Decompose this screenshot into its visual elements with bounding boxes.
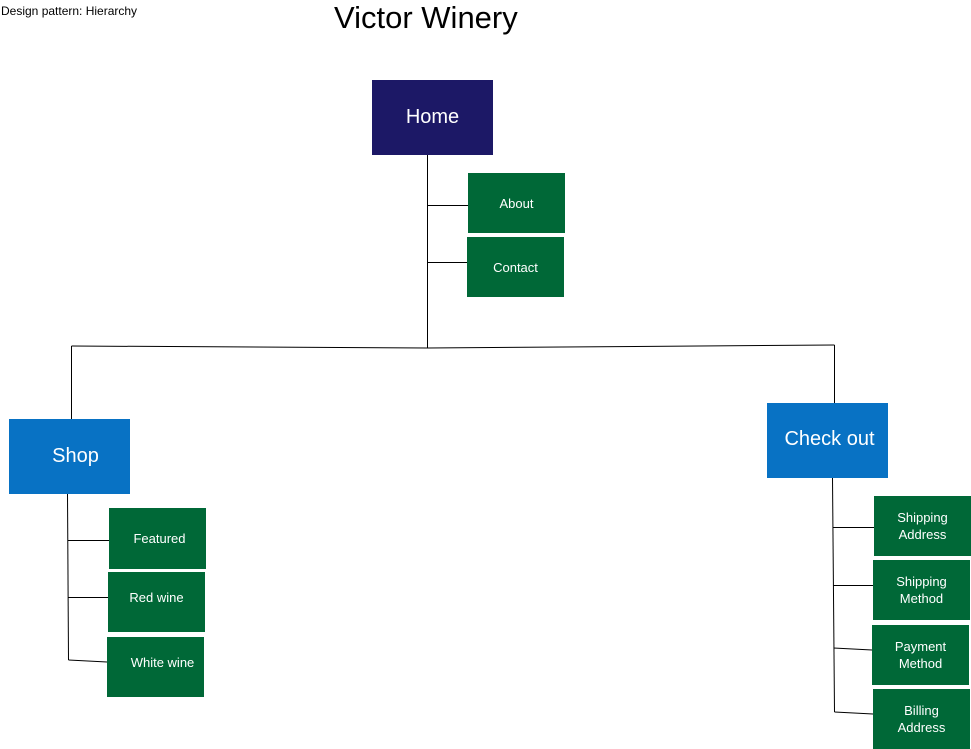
node-home: Home bbox=[372, 80, 493, 155]
node-payment-method: Payment Method bbox=[872, 625, 969, 685]
node-shipping-method: Shipping Method bbox=[873, 560, 970, 620]
connector-checkout-trunk bbox=[832, 477, 835, 713]
node-check-out: Check out bbox=[767, 403, 888, 478]
connector-bar-left bbox=[71, 345, 428, 349]
node-contact: Contact bbox=[467, 237, 564, 297]
node-white-wine: White wine bbox=[107, 637, 204, 697]
node-shop: Shop bbox=[9, 419, 130, 494]
node-billing-address: Billing Address bbox=[873, 689, 970, 749]
connector-checkout-paymethod bbox=[833, 647, 873, 651]
design-pattern-caption: Design pattern: Hierarchy bbox=[1, 4, 138, 18]
node-shipping-address: Shipping Address bbox=[874, 496, 971, 556]
diagram-title: Victor Winery bbox=[334, 0, 518, 35]
node-red-wine: Red wine bbox=[108, 572, 205, 632]
connector-shop-whitewine bbox=[68, 659, 108, 663]
connector-shop-trunk bbox=[67, 493, 69, 661]
connector-bar-right bbox=[427, 344, 835, 349]
node-about: About bbox=[468, 173, 565, 233]
connector-checkout-billaddr bbox=[834, 711, 874, 715]
node-featured: Featured bbox=[109, 508, 206, 569]
